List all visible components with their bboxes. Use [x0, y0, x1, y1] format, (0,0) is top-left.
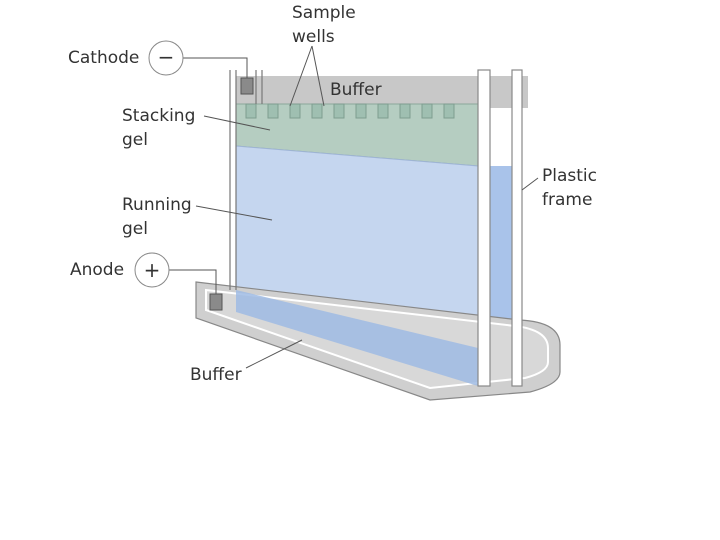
cathode-sign: − [158, 45, 175, 69]
cathode-electrode [240, 77, 254, 95]
sample-wells-label-line1: Sample [292, 3, 356, 23]
buffer-bottom-label: Buffer [190, 365, 242, 385]
gel-bottom-in-buffer [236, 290, 478, 386]
anode-label: Anode [70, 260, 124, 280]
plastic-frame-back [511, 69, 523, 387]
anode-sign-circle [134, 252, 170, 288]
plastic-frame-label-line1: Plastic [542, 166, 597, 186]
anode-sign: + [144, 258, 161, 282]
stacking-gel-label-line1: Stacking [122, 106, 195, 126]
cathode-sign-circle [148, 40, 184, 76]
anode-electrode [209, 293, 223, 311]
plastic-frame-label-line2: frame [542, 190, 592, 210]
cathode-label: Cathode [68, 48, 139, 68]
running-gel-label-line2: gel [122, 219, 148, 239]
buffer-top-label: Buffer [330, 80, 382, 100]
sample-wells [245, 103, 455, 119]
stacking-gel-label-line2: gel [122, 130, 148, 150]
running-gel-label-line1: Running [122, 195, 192, 215]
plastic-frame-front [477, 69, 491, 387]
sample-wells-label-line2: wells [292, 27, 335, 47]
